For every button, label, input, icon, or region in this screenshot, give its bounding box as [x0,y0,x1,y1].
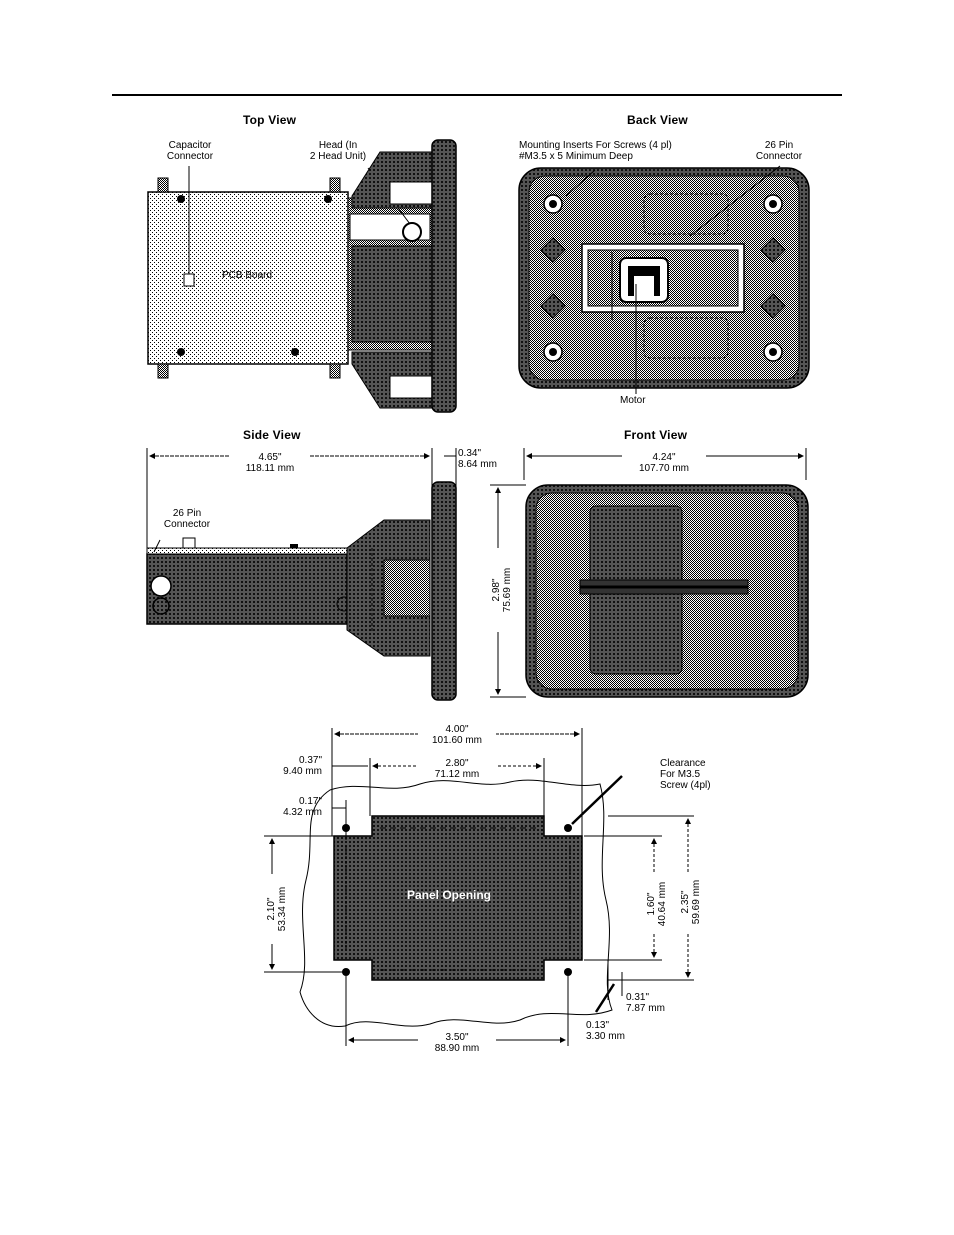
panel-bottom-offset-dimension: 0.31" 7.87 mm [626,992,665,1014]
top-view-drawing [147,139,457,413]
back-view-title: Back View [627,113,688,127]
side-pin-connector-line1: 26 Pin [172,508,202,519]
panel-left-offset-in: 0.37" [298,755,322,766]
panel-inner-height-in: 1.60" [646,892,657,916]
mounting-inserts-line1: Mounting Inserts For Screws (4 pl) [519,140,672,151]
panel-bottom-small-dimension: 0.13" 3.30 mm [586,1020,625,1042]
front-width-mm: 107.70 mm [638,463,690,474]
panel-left-height-mm: 53.34 mm [277,886,288,932]
head-label-line2: 2 Head Unit) [309,151,367,162]
back-view-drawing [518,165,810,394]
panel-left-offset-mm: 9.40 mm [283,766,322,777]
panel-inner-width-dimension: 2.80" 71.12 mm [418,758,496,780]
panel-top-width-in: 4.00" [445,724,469,735]
panel-inner-width-in: 2.80" [445,758,469,769]
panel-small-offset-dimension: 0.17" 4.32 mm [250,796,322,818]
head-label-line1: Head (In [318,140,358,151]
panel-bottom-width-mm: 88.90 mm [434,1043,480,1054]
panel-bottom-width-dimension: 3.50" 88.90 mm [418,1032,496,1054]
panel-left-height-in: 2.10" [266,897,277,921]
motor-label: Motor [620,395,646,406]
front-view-drawing [490,448,809,698]
clearance-label: Clearance For M3.5 Screw (4pl) [660,758,711,791]
clearance-line1: Clearance [660,758,706,769]
panel-small-offset-in: 0.17" [298,796,322,807]
panel-inner-width-mm: 71.12 mm [434,769,480,780]
back-pin-connector-label: 26 Pin Connector [746,140,812,162]
panel-top-width-dimension: 4.00" 101.60 mm [418,724,496,746]
mounting-inserts-label: Mounting Inserts For Screws (4 pl) #M3.5… [519,140,672,162]
back-pin-connector-line2: Connector [755,151,803,162]
side-view-title: Side View [243,428,301,442]
panel-bottom-width-in: 3.50" [445,1032,469,1043]
front-view-title: Front View [624,428,688,442]
panel-bottom-small-in: 0.13" [586,1020,610,1031]
front-height-mm: 75.69 mm [502,567,513,613]
mounting-inserts-line2: #M3.5 x 5 Minimum Deep [519,151,633,162]
panel-right-height-in: 2.35" [680,890,691,914]
front-width-in: 4.24" [652,452,676,463]
panel-right-height-dimension: 2.35" 59.69 mm [680,872,702,932]
side-flange-dimension: 0.34" 8.64 mm [458,448,497,470]
panel-left-height-dimension: 2.10" 53.34 mm [266,874,288,944]
panel-left-offset-dimension: 0.37" 9.40 mm [272,755,322,777]
header-rule [112,94,842,96]
front-width-dimension: 4.24" 107.70 mm [622,452,706,474]
capacitor-label-line1: Capacitor [168,140,212,151]
clearance-line2: For M3.5 [660,769,701,780]
side-pin-connector-label: 26 Pin Connector [152,508,222,530]
panel-inner-height-mm: 40.64 mm [657,881,668,927]
panel-top-width-mm: 101.60 mm [431,735,483,746]
side-flange-mm: 8.64 mm [458,459,497,470]
side-length-dimension: 4.65" 118.11 mm [230,452,310,474]
back-pin-connector-line1: 26 Pin [764,140,794,151]
front-height-dimension: 2.98" 75.69 mm [491,548,513,632]
panel-inner-height-dimension: 1.60" 40.64 mm [646,874,668,934]
panel-right-height-mm: 59.69 mm [691,879,702,925]
clearance-line3: Screw (4pl) [660,780,711,791]
head-label: Head (In 2 Head Unit) [296,140,380,162]
capacitor-label-line2: Connector [166,151,214,162]
panel-bottom-small-mm: 3.30 mm [586,1031,625,1042]
side-flange-in: 0.34" [458,448,482,459]
panel-bottom-offset-mm: 7.87 mm [626,1003,665,1014]
side-length-mm: 118.11 mm [245,463,295,474]
capacitor-connector-label: Capacitor Connector [152,140,228,162]
top-view-title: Top View [243,113,297,127]
front-height-in: 2.98" [491,578,502,602]
side-length-in: 4.65" [258,452,282,463]
side-pin-connector-line2: Connector [163,519,211,530]
panel-bottom-offset-in: 0.31" [626,992,650,1003]
panel-opening-label: Panel Opening [407,888,492,902]
side-view-drawing [146,448,457,701]
pcb-board-label: PCB Board [222,270,273,281]
panel-small-offset-mm: 4.32 mm [283,807,322,818]
